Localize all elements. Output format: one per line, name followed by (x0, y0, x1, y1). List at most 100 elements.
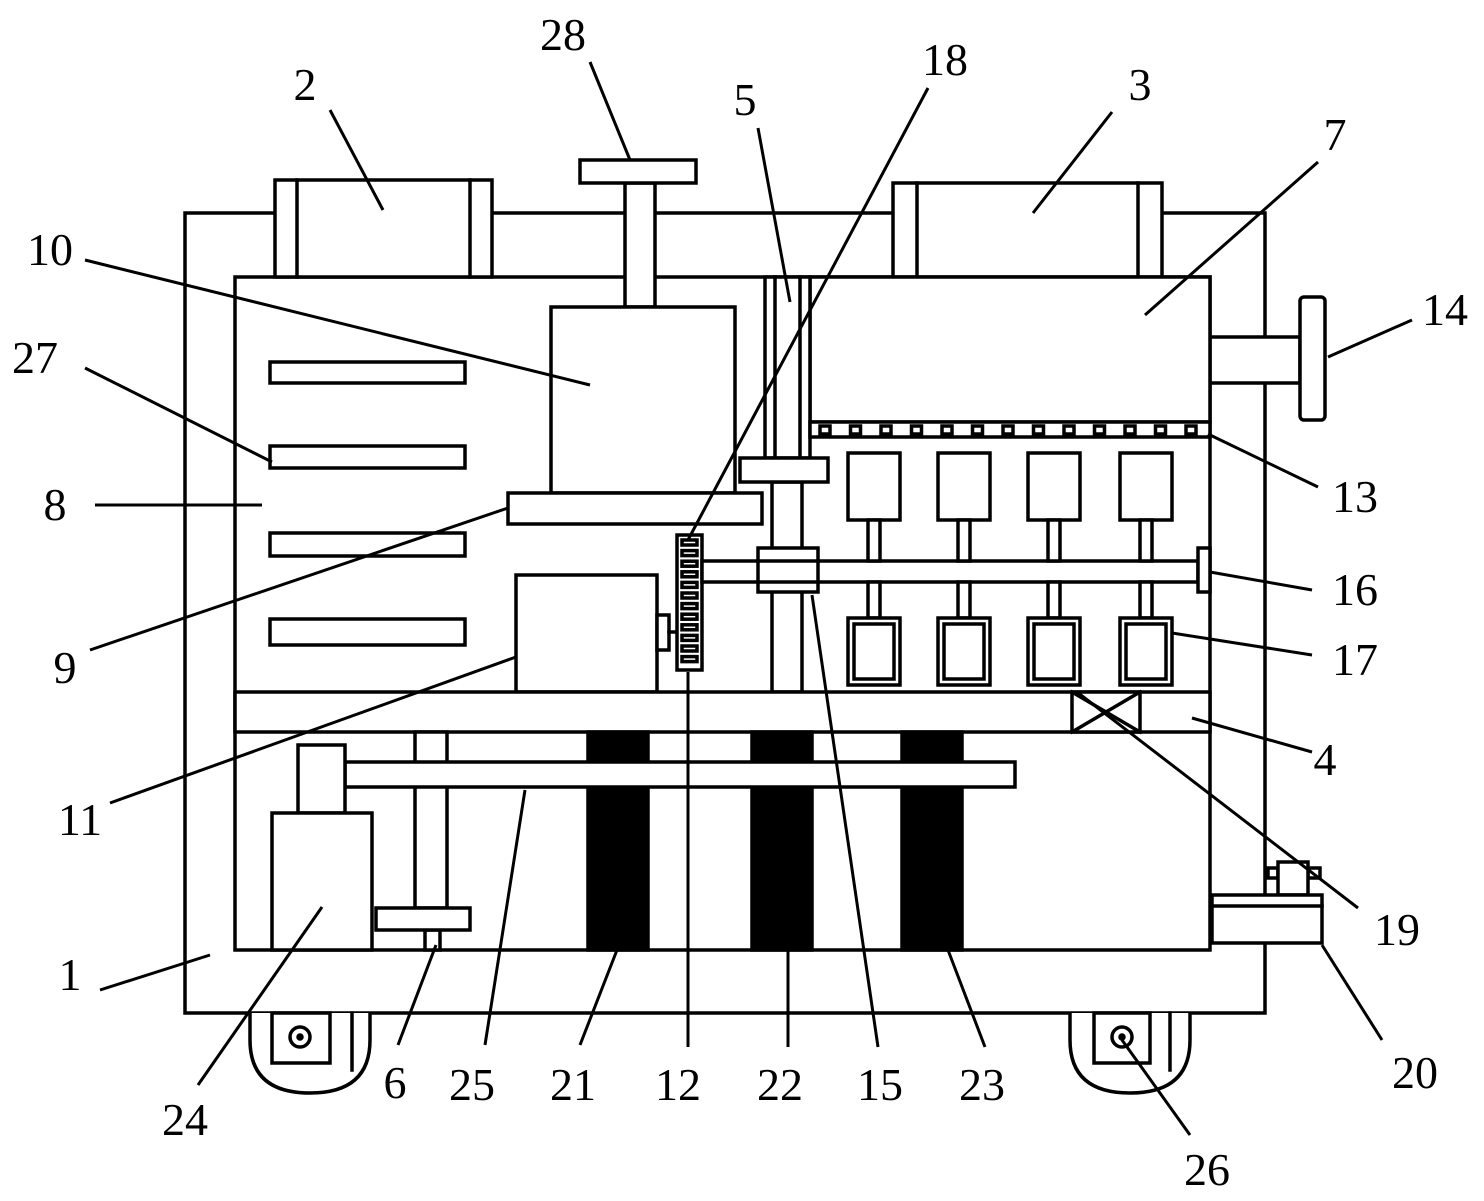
leader-line-26 (1120, 1039, 1192, 1136)
gear-tooth (680, 580, 699, 590)
leader-line-19 (1076, 690, 1359, 910)
hopper-left-body (273, 178, 494, 279)
outlet (1210, 860, 1324, 945)
label-14: 14 (1422, 284, 1468, 335)
label-27: 27 (12, 332, 58, 383)
gear-tooth (680, 538, 699, 547)
label-3: 3 (1129, 59, 1152, 110)
leader-lines (84, 61, 1413, 1136)
leader-line-6 (396, 944, 438, 1046)
label-1: 1 (59, 949, 82, 1000)
rail-slot (970, 424, 985, 436)
leader-line-27 (84, 366, 273, 464)
unit-lower-stem (1138, 580, 1154, 620)
lower-shaft-plate (374, 906, 472, 932)
label-16: 16 (1332, 564, 1378, 615)
handle-stem (623, 181, 657, 309)
label-5: 5 (734, 74, 757, 125)
handle-bar (578, 158, 698, 185)
leader-line-9 (89, 506, 509, 652)
label-9: 9 (54, 642, 77, 693)
leader-line-13 (1207, 432, 1319, 489)
motor-head (296, 743, 347, 815)
wheel-left (248, 1011, 372, 1095)
gear-tooth (680, 623, 699, 632)
unit-upper-block (846, 451, 902, 522)
motor (270, 743, 374, 952)
gear-tooth (680, 559, 699, 568)
label-19: 19 (1374, 904, 1420, 955)
leader-line-25 (483, 789, 527, 1046)
lower-plate (343, 760, 1017, 789)
leader-line-28 (588, 61, 632, 161)
shelf (268, 617, 467, 647)
leader-line-20 (1320, 944, 1384, 1041)
rail-slot (1153, 424, 1168, 436)
leader-line-3 (1031, 111, 1114, 214)
unit-upper-stem (866, 518, 882, 563)
unit-lower-stem (1046, 580, 1062, 620)
wheel-right (1068, 1011, 1192, 1095)
drive-box (514, 573, 679, 694)
label-8: 8 (44, 479, 67, 530)
leader-line-23 (946, 949, 987, 1048)
unit-holder-inner (942, 622, 986, 681)
rail-slot (1001, 424, 1015, 436)
unit-upper-block (1026, 451, 1082, 522)
label-17: 17 (1332, 634, 1378, 685)
unit-lower-stem (866, 580, 882, 620)
drive-box-connector (655, 613, 671, 652)
leader-line-11 (109, 655, 517, 805)
gear (675, 533, 704, 672)
unit-holder-inner (1124, 622, 1168, 681)
label-24: 24 (162, 1094, 208, 1145)
knob-plate (1298, 295, 1327, 422)
label-6: 6 (384, 1057, 407, 1108)
leader-line-2 (328, 109, 385, 211)
unit-upper-stem (1046, 518, 1062, 563)
rail-slot (879, 424, 893, 436)
unit-upper-stem (956, 518, 972, 563)
horizontal-shaft (700, 546, 1212, 594)
gear-tooth (680, 570, 699, 579)
rail-slot (1184, 424, 1198, 436)
label-7: 7 (1324, 109, 1347, 160)
label-13: 13 (1332, 471, 1378, 522)
outlet-body (1210, 893, 1324, 945)
gear-tooth (680, 548, 699, 558)
leader-line-1 (99, 953, 211, 992)
central-box (549, 305, 737, 495)
lower-shaft-body (413, 730, 449, 910)
leader-line-15 (810, 594, 880, 1048)
label-18: 18 (922, 34, 968, 85)
gear-tooth (680, 612, 699, 621)
gear-tooth (680, 591, 699, 600)
rail-slot (940, 424, 954, 436)
leader-line-5 (756, 127, 792, 303)
side-knob (1208, 295, 1327, 422)
wheel-right-axle-dot (1118, 1033, 1126, 1041)
rail-slot (818, 424, 832, 436)
label-15: 15 (857, 1059, 903, 1110)
shelf (268, 444, 467, 470)
label-25: 25 (449, 1059, 495, 1110)
unit-upper-block (1118, 451, 1174, 522)
middle-plate (233, 690, 1212, 734)
gear-tooth (680, 633, 699, 643)
gear-tooth (680, 644, 699, 653)
rail-slot (1123, 424, 1137, 436)
reference-numerals: 2 28 18 5 3 7 10 27 14 8 13 16 9 17 4 11… (12, 9, 1468, 1195)
column-collar (738, 456, 830, 484)
label-26: 26 (1184, 1144, 1230, 1195)
leader-line-4 (1191, 716, 1313, 754)
support-plate (506, 491, 764, 526)
top-hopper-left (273, 178, 494, 279)
unit-upper-block (936, 451, 992, 522)
label-10: 10 (27, 224, 73, 275)
rail-slot (909, 424, 924, 436)
shaft-collar (756, 546, 820, 594)
top-hopper-right (891, 181, 1164, 279)
leader-line-21 (578, 949, 619, 1046)
collar-body (756, 546, 820, 594)
